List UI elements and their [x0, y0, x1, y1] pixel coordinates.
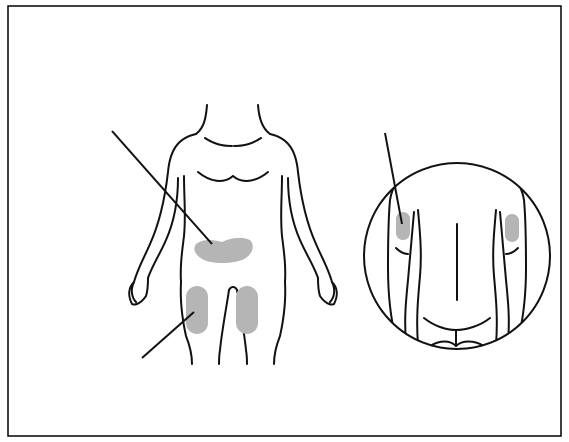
right-upper-arm-injection-region	[505, 214, 519, 242]
abdomen-injection-region	[194, 238, 252, 263]
left-thigh-injection-region	[186, 286, 208, 334]
right-thigh-injection-region	[236, 286, 258, 334]
front-injection-regions	[186, 238, 258, 334]
front-body-figure	[129, 105, 337, 364]
abdomen-pointer-line	[112, 131, 212, 244]
left-upper-arm-injection-region	[396, 212, 410, 240]
